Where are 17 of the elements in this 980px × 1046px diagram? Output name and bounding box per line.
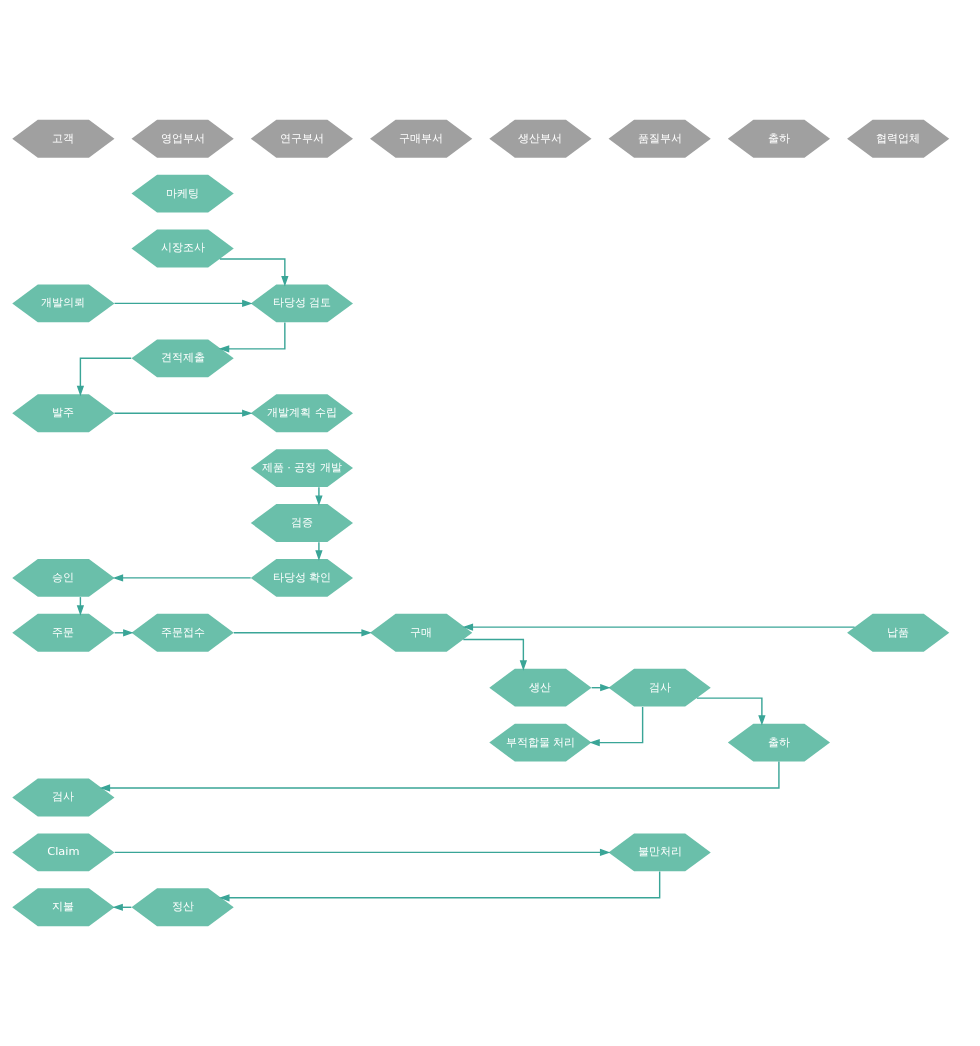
arrow bbox=[113, 299, 253, 308]
arrow bbox=[76, 357, 132, 397]
arrow bbox=[219, 258, 289, 287]
arrow bbox=[99, 760, 780, 792]
arrow bbox=[315, 541, 323, 561]
arrow bbox=[113, 409, 253, 417]
arrow bbox=[589, 706, 644, 747]
arrow bbox=[696, 697, 766, 726]
arrow bbox=[112, 574, 252, 582]
arrow bbox=[233, 629, 372, 637]
arrow bbox=[113, 629, 134, 637]
arrow bbox=[218, 321, 286, 353]
arrow bbox=[315, 486, 323, 506]
arrow bbox=[462, 623, 856, 631]
arrow bbox=[114, 848, 611, 857]
arrow bbox=[219, 870, 661, 902]
arrow bbox=[462, 638, 527, 671]
